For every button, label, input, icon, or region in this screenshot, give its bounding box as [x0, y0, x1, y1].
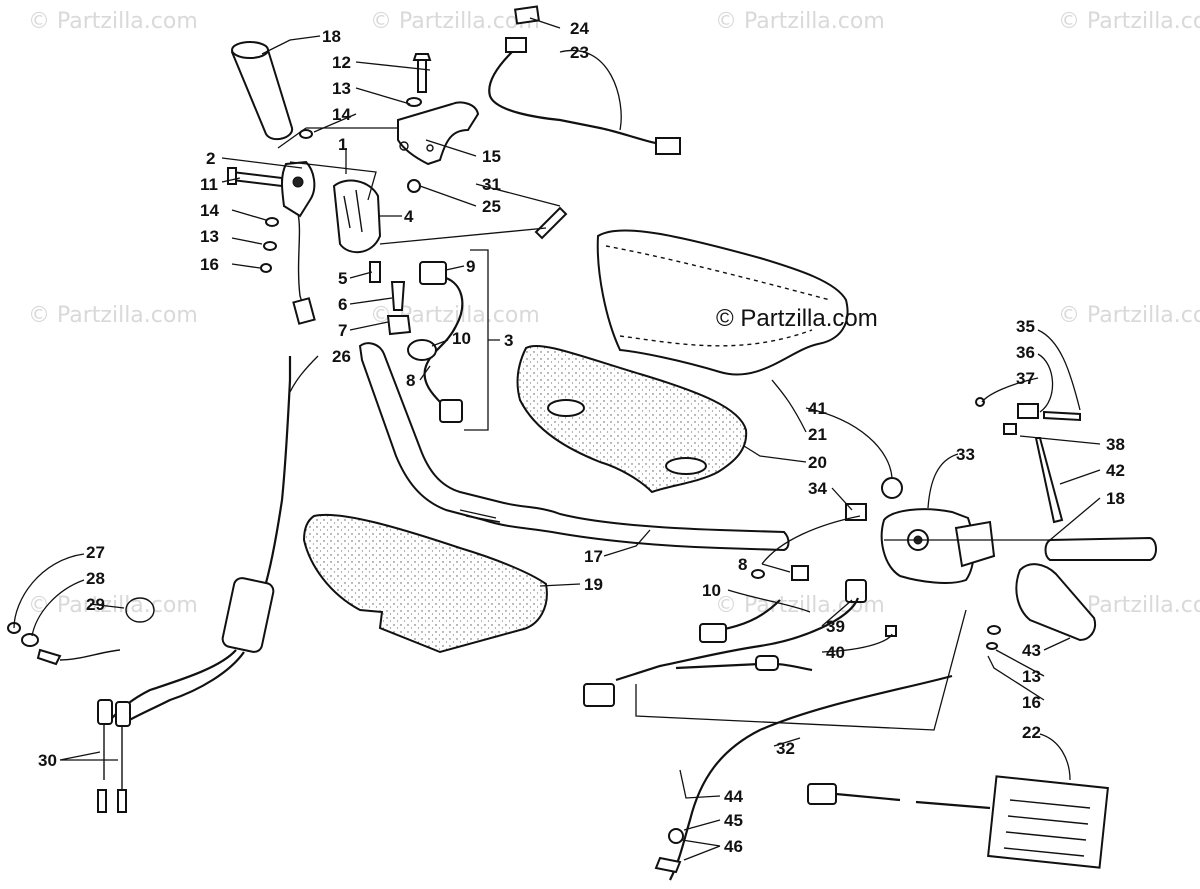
callout-label: 23 — [570, 43, 589, 62]
callout-label: 34 — [808, 479, 827, 498]
left-grip-part — [230, 41, 294, 141]
kill-switch-part — [369, 261, 464, 423]
callout-label: 18 — [322, 27, 341, 46]
center-watermark: © Partzilla.com — [716, 305, 878, 332]
watermark-text: © Partzilla.com — [1058, 9, 1200, 34]
callout-label: 40 — [826, 643, 845, 662]
brake-lever-part — [1015, 563, 1096, 642]
callout-label: 16 — [200, 255, 219, 274]
screw-part — [227, 53, 432, 273]
callout-label: 31 — [482, 175, 501, 194]
watermark-text: © Partzilla.com — [1058, 303, 1200, 328]
watermark-text: © Partzilla.com — [28, 303, 198, 328]
callout-label: 6 — [338, 295, 347, 314]
callout-label: 13 — [332, 79, 351, 98]
handlebar-part — [358, 342, 790, 552]
callout-label: 29 — [86, 595, 105, 614]
right-small-parts — [751, 397, 1081, 650]
throttle-hardware-part — [7, 597, 155, 666]
callout-label: 10 — [452, 329, 471, 348]
callout-label: 2 — [206, 149, 215, 168]
callout-label: 25 — [482, 197, 501, 216]
callout-label: 19 — [584, 575, 603, 594]
leader-lines — [13, 17, 1101, 861]
watermark-text: © Partzilla.com — [715, 9, 885, 34]
callout-label: 22 — [1022, 723, 1041, 742]
callout-label: 43 — [1022, 641, 1041, 660]
watermark-text: © Partzilla.com — [28, 9, 198, 34]
callout-label: 7 — [338, 321, 347, 340]
callout-label: 26 — [332, 347, 351, 366]
callout-label: 24 — [570, 19, 589, 38]
callout-label: 8 — [738, 555, 747, 574]
callout-label: 46 — [724, 837, 743, 856]
callout-label: 41 — [808, 399, 827, 418]
callout-label: 20 — [808, 453, 827, 472]
right-grip-part — [1034, 437, 1157, 561]
bar-pad-cover-part — [516, 344, 748, 494]
bar-pad-upper-part: © Partzilla.com — [596, 229, 878, 376]
callout-label: 30 — [38, 751, 57, 770]
callout-label: 15 — [482, 147, 501, 166]
callout-labels: 18 12 13 14 2 1 11 14 13 16 24 23 15 25 … — [38, 19, 1125, 856]
callout-label: 39 — [826, 617, 845, 636]
callout-label: 18 — [1106, 489, 1125, 508]
callout-label: 9 — [466, 257, 475, 276]
callout-label: 21 — [808, 425, 827, 444]
callout-label: 32 — [776, 739, 795, 758]
callout-label: 3 — [504, 331, 513, 350]
callout-label: 45 — [724, 811, 743, 830]
throttle-cable-part — [97, 356, 292, 813]
watermark-text: © Partzilla.com — [28, 593, 198, 618]
callout-label: 44 — [724, 787, 743, 806]
callout-label: 1 — [338, 135, 347, 154]
bar-pad-lower-part — [302, 513, 548, 654]
callout-label: 4 — [404, 207, 414, 226]
hand-warmer-element-part — [807, 775, 1109, 869]
callout-label: 38 — [1106, 435, 1125, 454]
callout-label: 12 — [332, 53, 351, 72]
callout-label: 8 — [406, 371, 415, 390]
callout-label: 28 — [86, 569, 105, 588]
callout-label: 16 — [1022, 693, 1041, 712]
callout-label: 13 — [1022, 667, 1041, 686]
right-wiring-harness-part — [583, 597, 860, 707]
brake-cable-part — [654, 674, 953, 881]
callout-label: 13 — [200, 227, 219, 246]
throttle-lever-part — [397, 101, 480, 166]
right-control-housing-part — [880, 508, 996, 584]
callout-label: 27 — [86, 543, 105, 562]
callout-label: 42 — [1106, 461, 1125, 480]
callout-label: 37 — [1016, 369, 1035, 388]
left-control-housing-part — [281, 160, 382, 325]
callout-label: 36 — [1016, 343, 1035, 362]
callout-label: 11 — [200, 175, 218, 194]
watermark-text: © Partzilla.com — [370, 9, 540, 34]
callout-label: 10 — [702, 581, 721, 600]
callout-label: 33 — [956, 445, 975, 464]
pin-part — [534, 206, 568, 240]
callout-label: 17 — [584, 547, 603, 566]
callout-label: 14 — [200, 201, 219, 220]
callout-label: 5 — [338, 269, 347, 288]
callout-label: 14 — [332, 105, 351, 124]
callout-label: 35 — [1016, 317, 1035, 336]
